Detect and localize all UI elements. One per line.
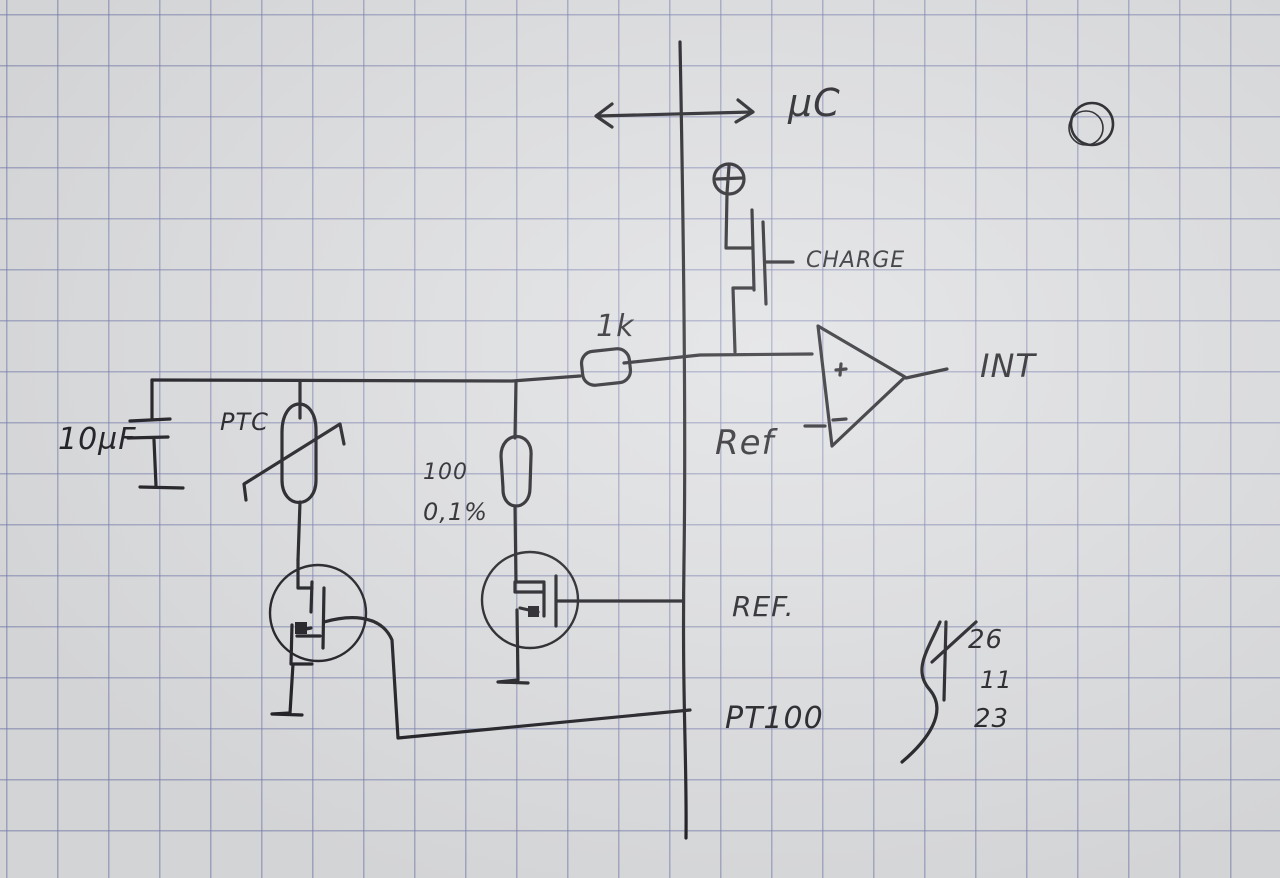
label-ref-line: REF. — [732, 590, 795, 623]
comparator-symbol — [816, 324, 907, 448]
label-ref-input: Ref — [715, 423, 775, 463]
label-micro-controller: µC — [788, 81, 841, 125]
label-resistor-100-tolerance: 0,1% — [423, 498, 488, 526]
capacitor-symbol — [126, 378, 185, 490]
sketch-circle-mark — [1069, 101, 1115, 147]
top-rail — [150, 374, 582, 383]
note-number-1: 26 — [968, 625, 1004, 655]
label-pt100-line: PT100 — [725, 701, 824, 736]
label-ptc: PTC — [220, 408, 269, 436]
ptc-symbol — [242, 379, 346, 562]
label-comparator-output: INT — [980, 347, 1036, 385]
squiggle-mark — [900, 620, 978, 764]
double-arrow — [596, 110, 754, 118]
transistor-left-circle — [268, 563, 368, 663]
note-number-3: 23 — [974, 704, 1010, 734]
node-to-comparator — [622, 352, 814, 365]
note-number-2: 11 — [980, 666, 1013, 694]
transistor-right — [496, 574, 685, 685]
charge-transistor — [724, 192, 795, 354]
microcontroller-boundary-line — [678, 40, 688, 840]
label-capacitor: 10µF — [58, 422, 137, 457]
label-charge: CHARGE — [806, 248, 906, 273]
supply-plus-symbol — [712, 162, 746, 196]
label-resistor-100-value: 100 — [423, 460, 468, 485]
resistor-1k — [579, 347, 633, 387]
transistor-left — [270, 558, 326, 717]
comparator-output-line — [904, 367, 949, 380]
pt100-wire — [322, 616, 692, 740]
label-resistor-1k: 1k — [596, 309, 635, 344]
